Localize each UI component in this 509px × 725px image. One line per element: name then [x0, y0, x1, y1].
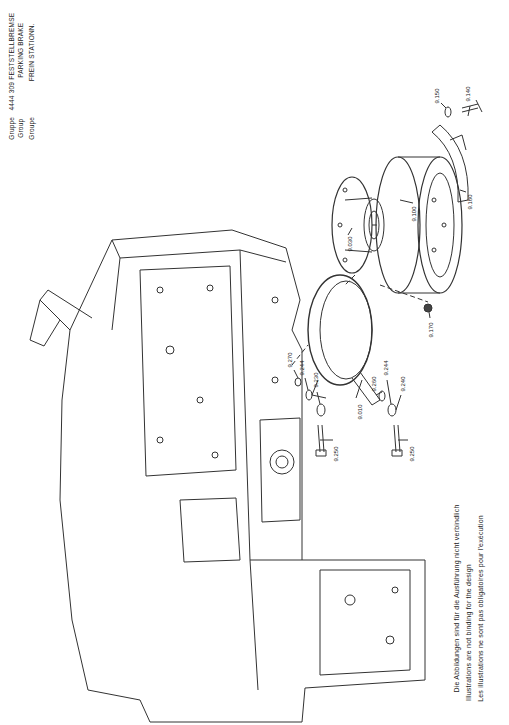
- ball: [424, 304, 432, 312]
- group-heading: Gruppe: [9, 117, 16, 140]
- callout-number: 9.270: [287, 352, 293, 367]
- callout-number: 9.244: [383, 360, 389, 375]
- group-title: FESTSTELLBREMSE: [9, 13, 16, 80]
- callout-number: 9.030: [347, 236, 353, 251]
- callout-number: 9.170: [428, 322, 434, 337]
- housing-plate: [140, 266, 236, 476]
- group-heading: Group: [19, 118, 26, 137]
- callout-number: 9.260: [371, 376, 377, 391]
- callout-number: 9.140: [465, 86, 471, 101]
- hub-flange: [332, 177, 372, 273]
- gearbox-housing: [60, 230, 425, 722]
- leader-line: [294, 103, 470, 440]
- group-number: 4444 309: [9, 82, 16, 111]
- housing-face: [112, 240, 302, 690]
- callout-number: 9.180: [467, 194, 473, 209]
- brake-band: [308, 275, 372, 385]
- disclaimer-note: Les illustrations ne sont pas obligatoir…: [477, 515, 484, 702]
- housing-boss: [260, 418, 300, 522]
- brake-shoe: [432, 125, 468, 202]
- band-lever: [312, 372, 380, 405]
- callout-number: 9.250: [409, 446, 415, 461]
- group-title: PARKING BRAKE: [19, 22, 26, 77]
- bolt: [462, 100, 482, 112]
- callout-number: 9.150: [434, 88, 440, 103]
- housing-lever: [30, 290, 92, 346]
- brake-drum: [376, 157, 420, 293]
- assembly-line: [292, 225, 428, 365]
- callout-number: 9.010: [357, 404, 363, 419]
- group-heading: Groupe: [29, 117, 36, 140]
- callout-number: 9.244: [299, 360, 305, 375]
- group-title: FREIN STATIONN.: [29, 23, 36, 81]
- callout-number: 9.250: [333, 446, 339, 461]
- callout-number: 9.240: [400, 376, 406, 391]
- callout-number: 9.100: [411, 206, 417, 221]
- disclaimer-note: Die Abbildungen sind für die Ausführung …: [452, 504, 459, 692]
- disclaimer-note: Illustrations are not binding for the de…: [464, 564, 471, 701]
- screw-set: [295, 378, 402, 456]
- callout-number: 9.230: [313, 372, 319, 387]
